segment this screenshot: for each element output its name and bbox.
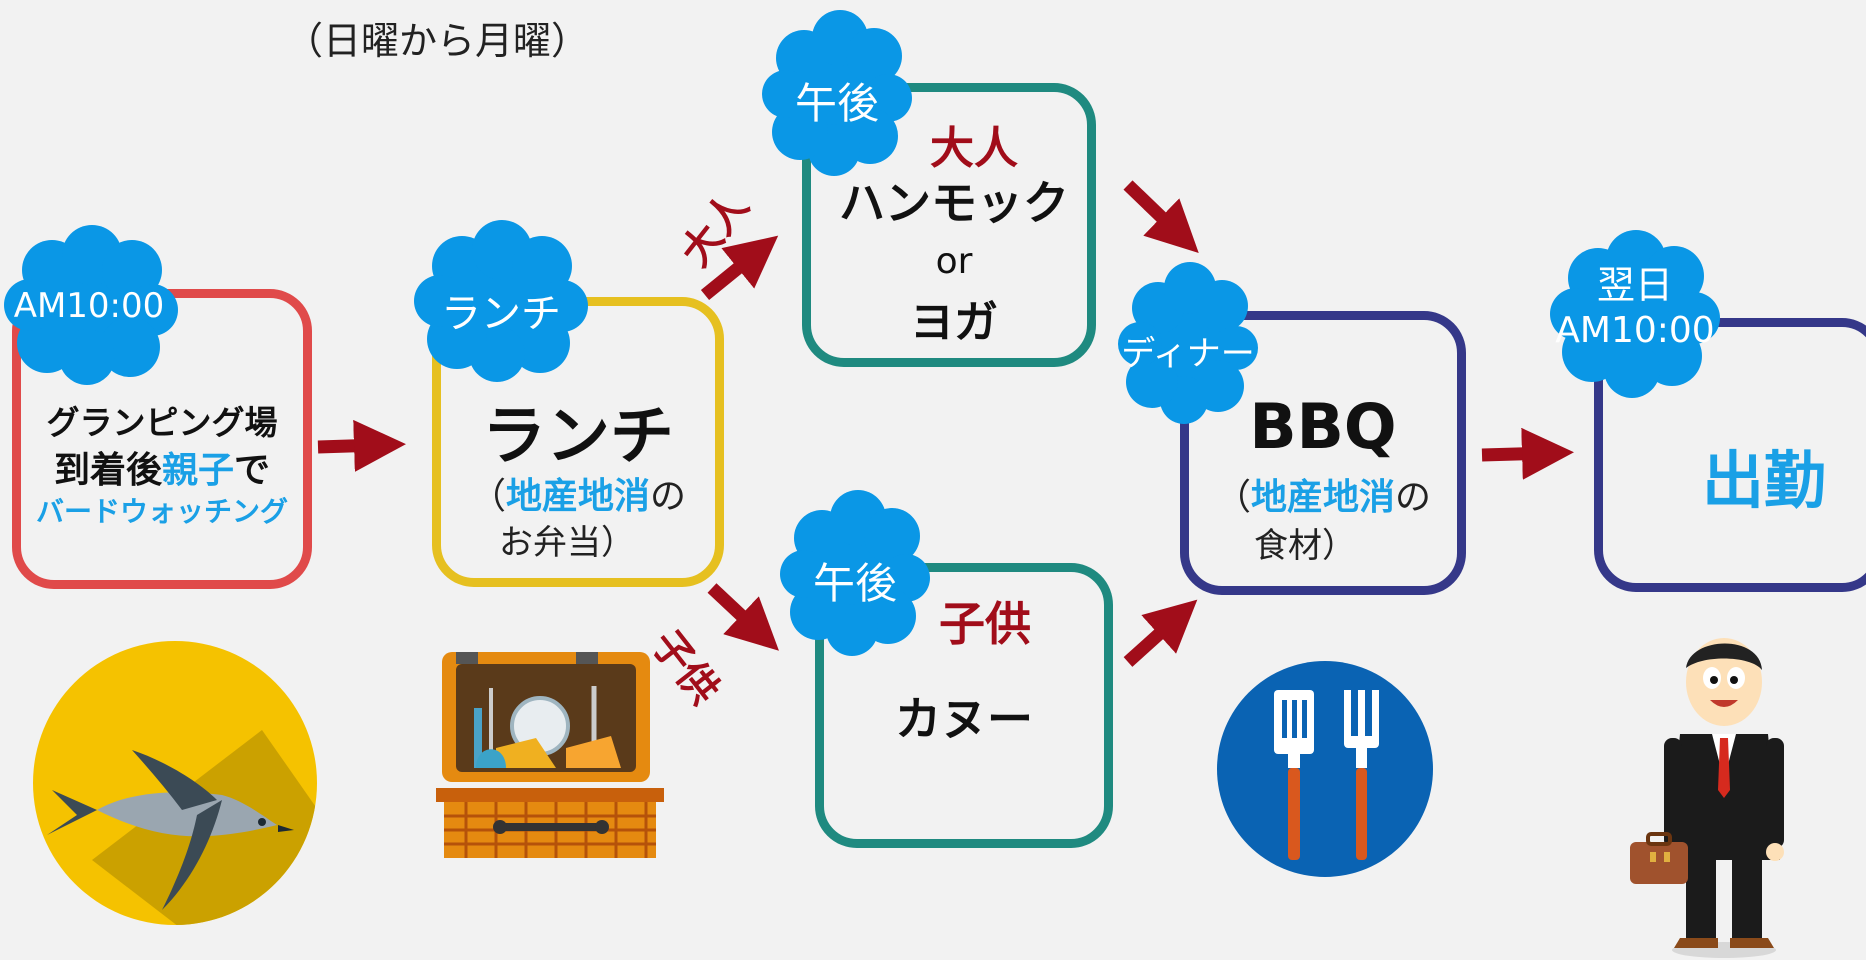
arrow-lunch-to-hammock [700, 235, 779, 301]
lunch-sub-line2: お弁当） [499, 523, 635, 563]
cloud-hammock-time [762, 10, 912, 176]
hammock-or: or [935, 241, 973, 282]
lunch-step-box [432, 297, 724, 587]
canoe-title: カヌー [895, 692, 1033, 746]
lunch-sub-line1: （地産地消の [432, 467, 724, 519]
cloud-hammock-time-label: 午後 [794, 79, 879, 128]
swallow-bird-icon [33, 641, 317, 925]
lunch-sub-accent: 地産地消 [505, 476, 650, 517]
bbq-sub-open: （ [1214, 477, 1251, 518]
birdwatch-line1: グランピング場 [46, 403, 278, 442]
lunch-sub-open: （ [469, 476, 506, 517]
cloud-work-day-label: 翌日 [1596, 263, 1673, 307]
birdwatch-line2: 到着後親子で [12, 441, 312, 493]
schedule-subtitle: （日曜から月曜） [285, 19, 590, 63]
birdwatch-line3: バードウォッチング [35, 495, 288, 528]
bbq-sub-accent: 地産地消 [1250, 477, 1395, 518]
picnic-basket-icon [436, 652, 664, 858]
bbq-sub-line1: （地産地消の [1180, 468, 1466, 520]
birdwatch-line2-suffix: で [234, 450, 271, 491]
cloud-canoe-time [780, 490, 930, 656]
arrow-birdwatch-to-lunch [317, 419, 406, 472]
cloud-bbq-time [1118, 262, 1258, 424]
work-title: 出勤 [1701, 444, 1826, 517]
canoe-who: 子供 [939, 597, 1031, 651]
hammock-line1: ハンモック [839, 176, 1069, 230]
cloud-birdwatch-time [4, 225, 178, 385]
lunch-title: ランチ [482, 400, 674, 474]
businessman-icon [1630, 638, 1784, 958]
arrow-bbq-to-work [1481, 427, 1574, 480]
cloud-work-time-label: AM10:00 [1555, 310, 1715, 351]
cloud-bbq-time-label: ディナー [1121, 334, 1255, 374]
bbq-sub-rest: の [1395, 477, 1432, 518]
cloud-canoe-time-label: 午後 [812, 559, 897, 608]
hammock-who: 大人 [930, 123, 1018, 174]
birdwatch-line2-accent: 親子 [161, 450, 234, 491]
cloud-lunch-time-label: ランチ [441, 291, 561, 337]
arrow-lunch-to-canoe [707, 583, 779, 651]
hammock-line2: ヨガ [910, 297, 998, 348]
arrow-canoe-to-bbq [1123, 599, 1198, 667]
bbq-sub-line2: 食材） [1254, 526, 1356, 566]
arrow-hammock-to-bbq [1123, 180, 1199, 254]
lunch-sub-rest: の [650, 476, 687, 517]
bbq-title: BBQ [1249, 390, 1397, 463]
birdwatch-line2-prefix: 到着後 [53, 450, 162, 491]
cloud-birdwatch-time-label: AM10:00 [13, 286, 165, 326]
fork-spatula-icon [1217, 661, 1433, 877]
cloud-work-time [1550, 230, 1720, 398]
cloud-lunch-time [414, 220, 588, 382]
